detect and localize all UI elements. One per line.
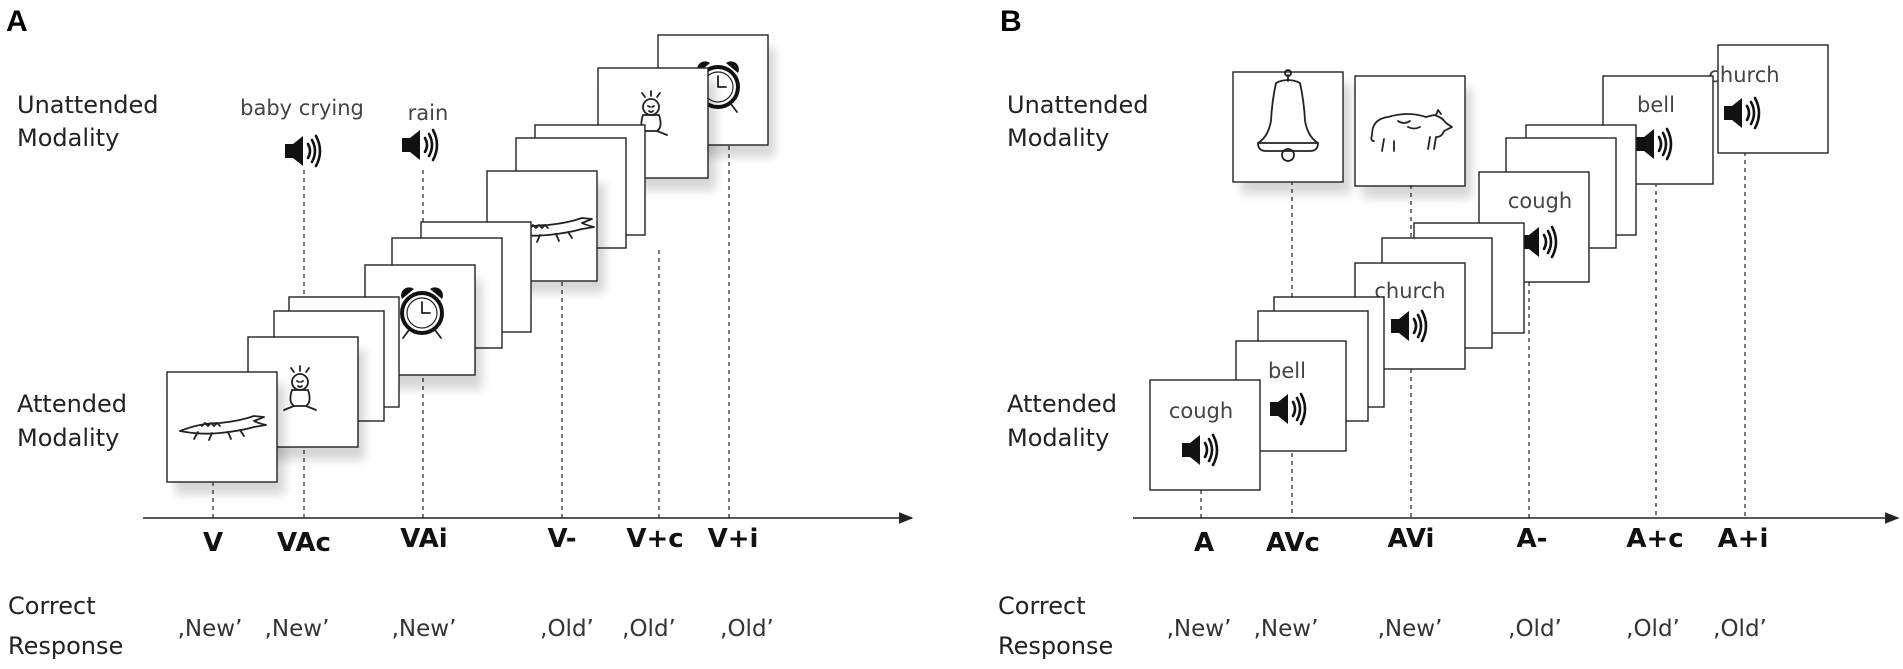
- condition-label: VAc: [277, 528, 331, 558]
- card-caption: cough: [1169, 399, 1233, 423]
- card: [1717, 44, 1829, 154]
- correct-response: ,Old’: [540, 616, 594, 642]
- unattended-caption-vai: rain: [408, 101, 449, 125]
- card: [1232, 71, 1344, 183]
- panel-b-attended-label-line1: Attended: [1007, 390, 1117, 418]
- correct-response: ,Old’: [1626, 616, 1680, 642]
- card-caption: bell: [1268, 359, 1306, 383]
- card-caption: church: [1374, 279, 1445, 303]
- condition-label: A-: [1517, 524, 1548, 554]
- correct-response: ,Old’: [720, 616, 774, 642]
- condition-label: AVc: [1266, 528, 1320, 558]
- condition-label: V+c: [626, 524, 683, 554]
- panel-b-attended-label-line2: Modality: [1007, 424, 1109, 452]
- panel-a-unattended-label-line2: Modality: [17, 124, 119, 152]
- panel-b-response-label-line1: Correct: [998, 592, 1086, 620]
- panel-b-letter: B: [1000, 5, 1022, 38]
- correct-response: ,New’: [178, 616, 243, 642]
- correct-response: ,Old’: [1713, 616, 1767, 642]
- speaker-icon: [400, 128, 439, 162]
- correct-response: ,Old’: [622, 616, 676, 642]
- card: [1149, 379, 1261, 491]
- condition-label: V-: [547, 524, 576, 554]
- condition-label: V: [203, 528, 223, 558]
- card: [166, 371, 278, 483]
- condition-label: VAi: [400, 524, 447, 554]
- panel-a-attended-label-line2: Modality: [17, 424, 119, 452]
- unattended-caption-vac: baby crying: [240, 96, 364, 120]
- card-caption: cough: [1508, 189, 1572, 213]
- correct-response: ,New’: [1254, 616, 1319, 642]
- panel-b-unattended-label-line2: Modality: [1007, 124, 1109, 152]
- correct-response: ,Old’: [1508, 616, 1562, 642]
- card-caption: church: [1708, 63, 1779, 87]
- panel-a-response-label-line1: Correct: [8, 592, 96, 620]
- panel-a-response-label-line2: Response: [8, 632, 123, 660]
- card-caption: bell: [1637, 93, 1675, 117]
- panel-b-response-label-line2: Response: [998, 632, 1113, 660]
- panel-a-letter: A: [6, 5, 28, 38]
- correct-response: ,New’: [1167, 616, 1232, 642]
- speaker-icon: [283, 134, 322, 168]
- condition-label: A+i: [1718, 524, 1769, 554]
- panel-a: A Unattended Modality Attended Modality: [6, 5, 914, 660]
- card-stack-b: church bell cough church bell cough: [1149, 44, 1829, 491]
- correct-response: ,New’: [1378, 616, 1443, 642]
- panel-b-unattended-label-line1: Unattended: [1007, 91, 1149, 119]
- condition-label: A: [1194, 528, 1214, 558]
- correct-response: ,New’: [265, 616, 330, 642]
- panel-a-unattended-label-line1: Unattended: [17, 91, 159, 119]
- condition-label: V+i: [708, 524, 759, 554]
- card-stack-a: [166, 34, 775, 494]
- condition-label: AVi: [1388, 524, 1435, 554]
- panel-b: B Unattended Modality Attended Modality …: [998, 5, 1900, 660]
- correct-response: ,New’: [392, 616, 457, 642]
- card: [1354, 75, 1466, 187]
- condition-label: A+c: [1626, 524, 1683, 554]
- panel-a-attended-label-line1: Attended: [17, 390, 127, 418]
